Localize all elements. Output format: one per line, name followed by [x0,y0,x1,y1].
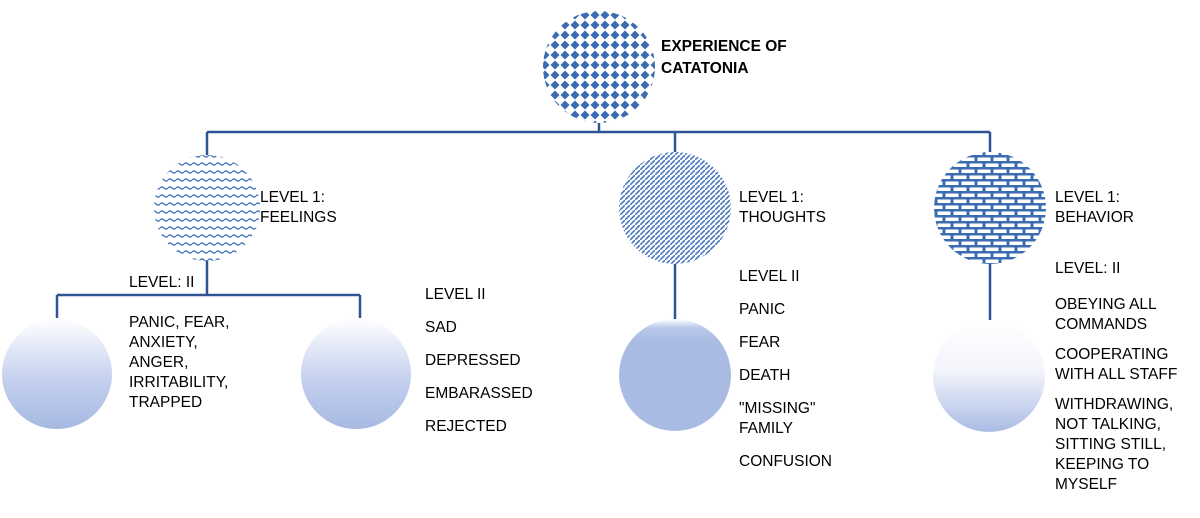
list-item: CONFUSION [739,453,832,470]
thoughts-level1-label: LEVEL 1: THOUGHTS [739,188,826,228]
level1-label-line: THOUGHTS [739,209,826,226]
level1-label-line: LEVEL 1: [1055,189,1120,206]
thoughts-l2-node [619,319,731,431]
list-item: COOPERATING WITH ALL STAFF [1055,346,1178,383]
list-item: FEAR [739,334,781,351]
level1-label-line: LEVEL 1: [260,189,325,206]
list-item: PANIC [739,301,786,318]
behavior-l2-node [933,320,1045,432]
feelings-level1-label: LEVEL 1: FEELINGS [260,188,337,228]
thoughts-node [619,152,731,264]
list-item: REJECTED [425,418,507,435]
list-item: OBEYING ALL COMMANDS [1055,296,1157,333]
root-node [543,11,655,123]
list-item: IRRITABILITY, [129,374,229,391]
list-item: "MISSING" FAMILY [739,400,816,437]
list-item: SAD [425,319,457,336]
list-item: DEPRESSED [425,352,521,369]
root-label: EXPERIENCE OF CATATONIA [661,36,787,80]
level1-label-line: LEVEL 1: [739,189,804,206]
feelings-group-b: LEVEL II SAD DEPRESSED EMBARASSED REJECT… [425,285,533,450]
list-item: WITHDRAWING, NOT TALKING, SITTING STILL,… [1055,396,1174,493]
thoughts-items: LEVEL II PANIC FEAR DEATH "MISSING" FAMI… [739,267,832,485]
level1-label-line: FEELINGS [260,209,337,226]
feelings-l2-node-b [301,319,411,429]
root-label-line: CATATONIA [661,60,749,77]
list-item: ANGER, [129,354,189,371]
behavior-node [934,152,1046,264]
list-item: EMBARASSED [425,385,533,402]
feelings-level2-heading: LEVEL: II [129,274,195,291]
behavior-level2-heading: LEVEL: II [1055,260,1121,277]
behavior-level1-label: LEVEL 1: BEHAVIOR [1055,188,1134,228]
feelings-node [154,155,260,261]
list-item: DEATH [739,367,791,384]
list-item: PANIC, FEAR, [129,314,230,331]
connector-lines [55,116,992,320]
feelings-l2-node-a [2,319,112,429]
list-item: TRAPPED [129,394,203,411]
list-item: ANXIETY, [129,334,198,351]
root-label-line: EXPERIENCE OF [661,38,787,55]
feelings-group-a: PANIC, FEAR, ANXIETY, ANGER, IRRITABILIT… [129,313,229,413]
list-item: LEVEL II [739,268,800,285]
level1-label-line: BEHAVIOR [1055,209,1134,226]
list-item: LEVEL II [425,286,486,303]
behavior-items: OBEYING ALL COMMANDS COOPERATING WITH AL… [1055,295,1177,505]
